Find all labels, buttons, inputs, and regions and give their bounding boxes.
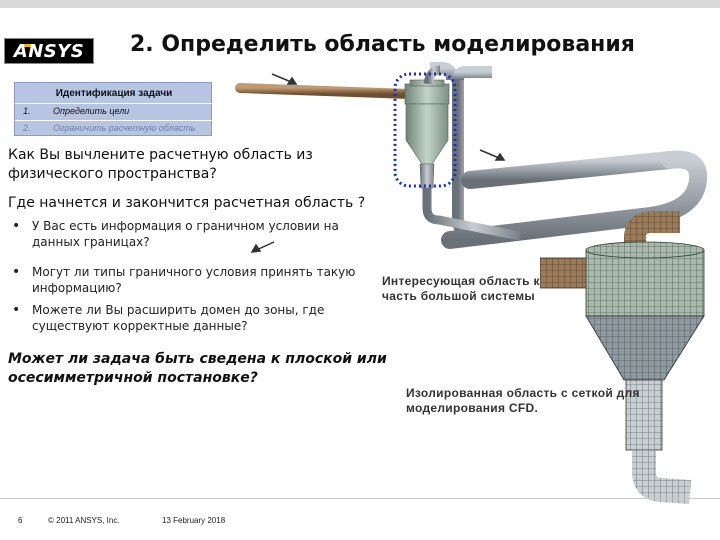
bullet-text: Можете ли Вы расширить домен до зоны, гд… bbox=[32, 303, 325, 333]
logo-accent bbox=[23, 44, 32, 47]
slide-title: 2. Определить область моделирования bbox=[130, 32, 635, 57]
bullet-item: • У Вас есть информация о граничном усло… bbox=[12, 218, 372, 250]
question-boundaries: Где начнется и закончится расчетная обла… bbox=[8, 195, 366, 211]
outlet-pipe bbox=[422, 188, 521, 241]
task-box: Идентификация задачи 1. Определить цели … bbox=[14, 82, 213, 137]
task-item: 2. Ограничить расчетную область bbox=[15, 120, 213, 137]
page-number: 6 bbox=[18, 516, 23, 525]
bullet-dot-icon: • bbox=[12, 218, 21, 234]
footer-copyright: © 2011 ANSYS, Inc. bbox=[48, 516, 120, 525]
mesh-cone bbox=[585, 315, 705, 381]
bullet-text: У Вас есть информация о граничном услови… bbox=[32, 219, 339, 249]
task-box-header: Идентификация задачи bbox=[55, 88, 173, 99]
question-simplification: Может ли задача быть сведена к плоской и… bbox=[8, 351, 387, 386]
inlet-pipe bbox=[235, 83, 415, 99]
ansys-logo: ANSYS bbox=[4, 38, 94, 64]
task-item: 1. Определить цели bbox=[15, 103, 213, 120]
footer-divider bbox=[0, 498, 720, 499]
flow-arrow-icon bbox=[250, 241, 275, 253]
region-outline bbox=[393, 72, 457, 188]
region-label: Интересующая область как часть большой с… bbox=[382, 274, 554, 303]
footer-date: 13 February 2018 bbox=[162, 516, 226, 525]
header-band bbox=[0, 0, 720, 8]
task-item-label: Ограничить расчетную область bbox=[53, 123, 196, 133]
mesh-illustration bbox=[540, 211, 705, 504]
task-item-number: 1. bbox=[23, 106, 31, 116]
flow-arrow-icon bbox=[271, 73, 298, 85]
isolated-region-label: Изолированная область с сеткой для модел… bbox=[406, 386, 640, 415]
bullet-dot-icon: • bbox=[12, 302, 21, 318]
task-item-number: 2. bbox=[23, 123, 31, 133]
bullet-item: • Можете ли Вы расширить домен до зоны, … bbox=[12, 302, 377, 334]
logo-text: ANSYS bbox=[13, 40, 85, 62]
bullet-text: Могут ли типы граничного условия принять… bbox=[32, 265, 356, 295]
bullet-dot-icon: • bbox=[12, 264, 21, 280]
mesh-inlet bbox=[540, 257, 591, 289]
question-domain: Как Вы вычлените расчетную область из фи… bbox=[8, 147, 313, 182]
mesh-outlet bbox=[632, 450, 691, 504]
mesh-body bbox=[585, 249, 705, 317]
separator-cap bbox=[404, 83, 450, 105]
main-pipe bbox=[430, 62, 458, 81]
task-item-label: Определить цели bbox=[53, 106, 130, 116]
flow-arrow-icon bbox=[479, 149, 506, 161]
bullet-item: • Могут ли типы граничного условия приня… bbox=[12, 264, 377, 296]
system-illustration bbox=[235, 62, 708, 253]
